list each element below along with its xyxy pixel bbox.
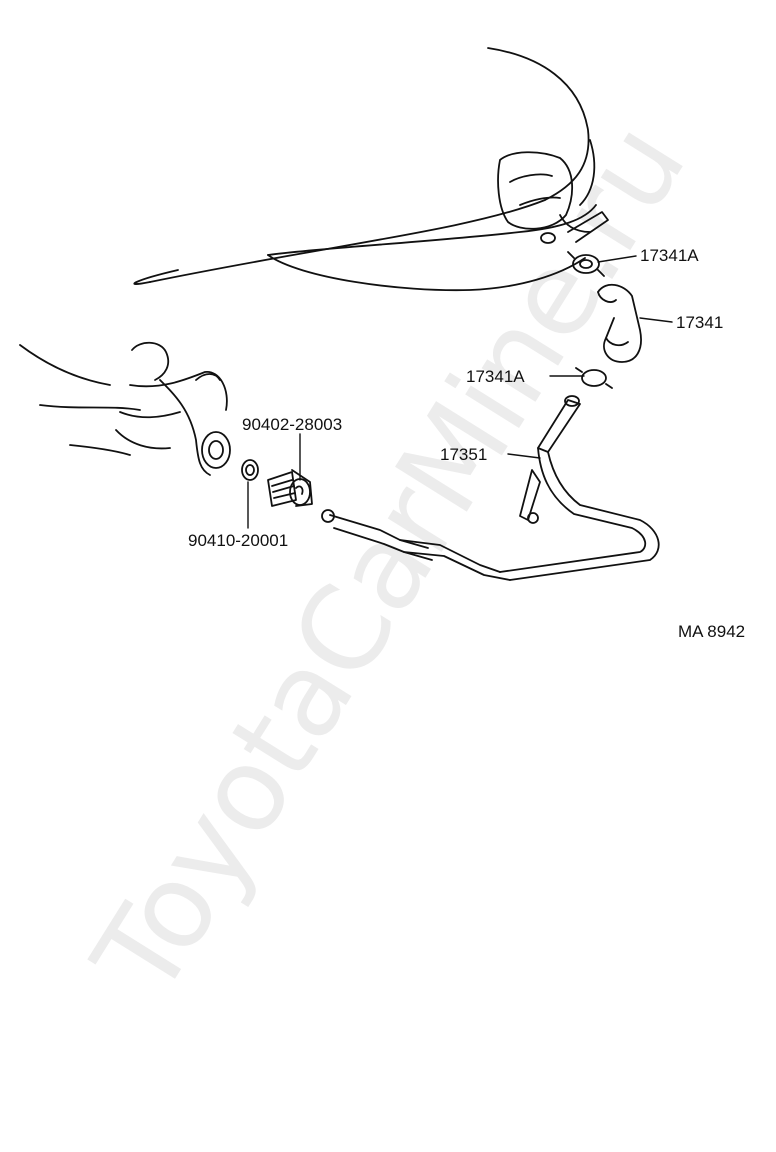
engine-block	[19, 341, 231, 476]
gasket	[241, 459, 259, 481]
part-label-90410-20001: 90410-20001	[188, 531, 289, 550]
housing-outlet	[497, 151, 609, 244]
union-bolt	[267, 469, 313, 507]
part-label-17341: 17341	[676, 313, 724, 332]
diagram-code: MA 8942	[678, 622, 746, 641]
part-label-17341A-upper: 17341A	[640, 246, 699, 265]
part-label-90402-28003: 90402-28003	[242, 415, 343, 434]
tank-housing	[133, 47, 597, 292]
leader-lines	[247, 255, 673, 529]
hose	[597, 283, 642, 363]
part-label-17341A-lower: 17341A	[466, 367, 525, 386]
lower-clamp	[575, 367, 613, 389]
pipe-assembly	[321, 395, 660, 581]
part-label-17351: 17351	[440, 445, 488, 464]
upper-clamp	[567, 251, 605, 277]
